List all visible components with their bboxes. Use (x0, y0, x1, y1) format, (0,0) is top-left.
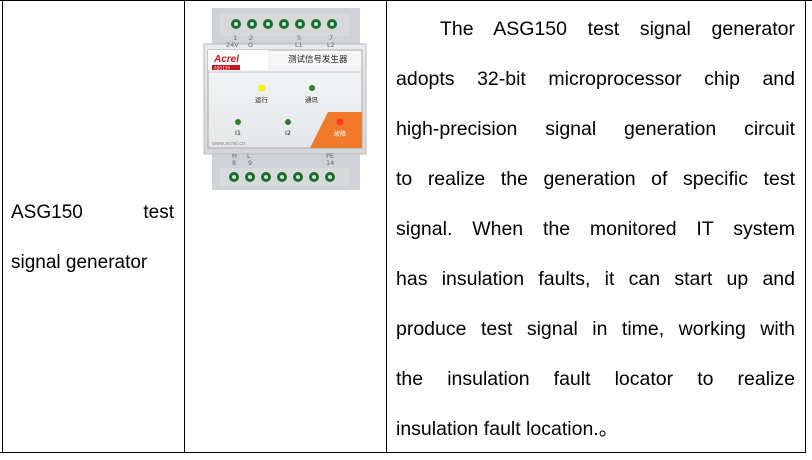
brand-logo: Acrel (213, 54, 239, 65)
top-label-24v: 24V (226, 41, 239, 49)
bottom-label-h: H (232, 152, 237, 160)
i2-label: I2 (285, 129, 291, 137)
model-tag: ASG150 (214, 66, 230, 71)
top-label-g: G (248, 41, 253, 49)
table-border-bottom (0, 452, 806, 453)
run-label: 运行 (255, 95, 269, 104)
table-border-left (2, 0, 3, 453)
i1-led (235, 119, 241, 125)
description-cell: The ASG150 test signal generator adopts … (396, 4, 795, 454)
table-border-right (805, 0, 806, 453)
top-terminal-2: 2 (249, 34, 253, 42)
description-line: The ASG150 test signal generator (440, 18, 795, 40)
top-label-l1: L1 (295, 41, 303, 49)
description-line: insulation fault location.。 (396, 418, 619, 440)
description-line: the insulation fault locator to realize (396, 368, 795, 390)
description-line: has insulation faults, it can start up a… (396, 268, 795, 290)
signal-generator-illustration: 1 2 5 7 24V G L1 L2 Acrel ASG150 测试信号发生器… (203, 8, 367, 190)
product-name-line-2: signal generator (11, 238, 174, 288)
description-line: adopts 32-bit microprocessor chip and (396, 68, 795, 90)
bottom-terminal-14: 14 (326, 159, 334, 167)
fault-label: 故障 (334, 130, 346, 138)
device-image: 1 2 5 7 24V G L1 L2 Acrel ASG150 测试信号发生器… (200, 8, 370, 190)
fault-panel (310, 112, 362, 148)
product-name-word: test (143, 202, 174, 223)
bottom-terminal-8: 8 (232, 159, 236, 167)
product-name-rest: signal generator (11, 252, 148, 273)
table-divider-2 (386, 0, 387, 453)
panel-title: 测试信号发生器 (288, 54, 348, 65)
top-label-l2: L2 (327, 41, 335, 49)
top-terminal-5: 5 (297, 34, 301, 42)
bottom-label-pe: PE (326, 152, 334, 160)
table-divider-1 (184, 0, 185, 453)
product-model: ASG150 (11, 202, 83, 223)
comm-label: 通讯 (305, 95, 319, 104)
bottom-terminal-9: 9 (248, 159, 252, 167)
bottom-label-l: L (247, 152, 251, 160)
description-line: high-precision signal generation circuit (396, 118, 795, 140)
description-line: produce test signal in time, working wit… (396, 318, 795, 340)
i2-led (285, 119, 291, 125)
run-led (258, 84, 266, 92)
top-terminal-1: 1 (233, 34, 237, 42)
product-name-cell: ASG150 test signal generator (11, 188, 174, 288)
comm-led (309, 85, 315, 91)
i1-label: I1 (235, 129, 241, 137)
website-label: www.acrel.cn (212, 141, 245, 147)
description-line: signal. When the monitored IT system (396, 218, 795, 240)
fault-led (336, 118, 344, 126)
top-terminal-7: 7 (329, 34, 333, 42)
description-line: to realize the generation of specific te… (396, 168, 795, 190)
table-border-top (0, 0, 812, 1)
product-name-line-1: ASG150 test (11, 188, 174, 238)
